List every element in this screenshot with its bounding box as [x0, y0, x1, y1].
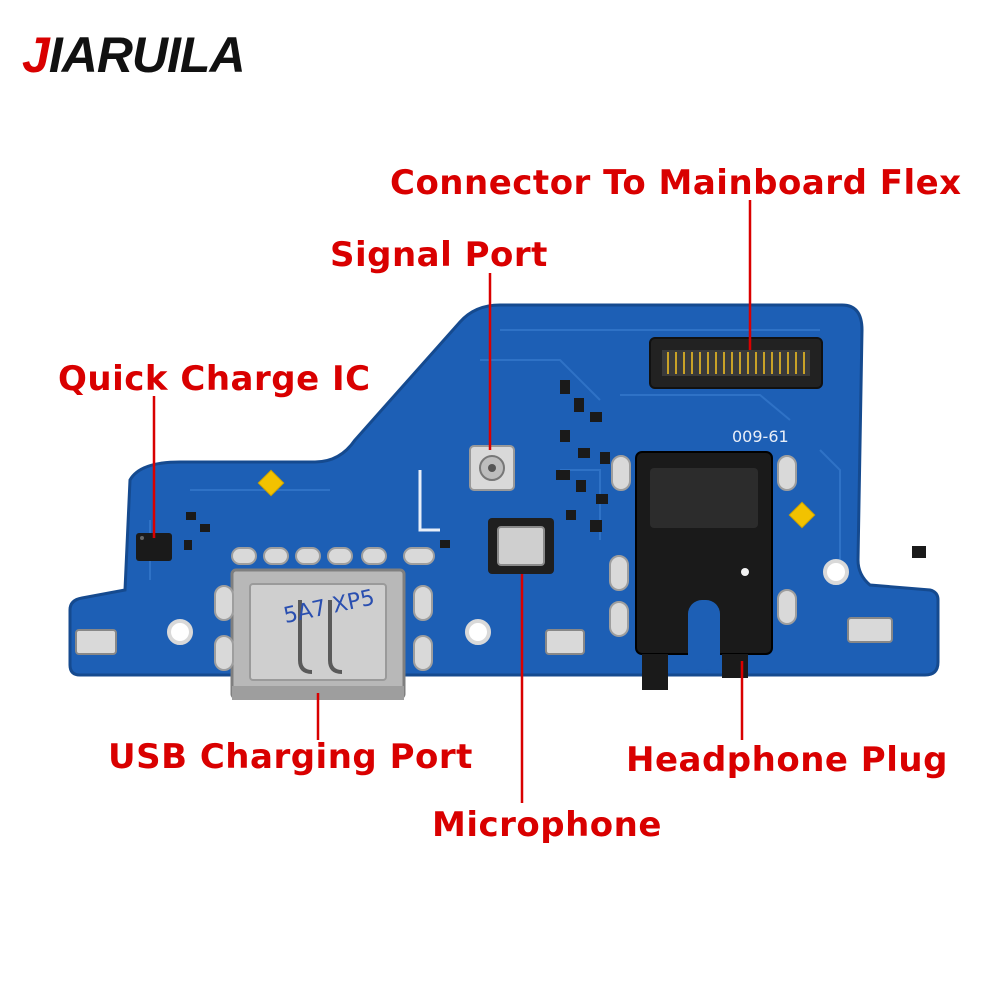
- side-pads: [214, 455, 797, 671]
- smd-part: [578, 448, 590, 458]
- silkscreen-mark: [418, 470, 440, 532]
- corner-pads: [75, 617, 893, 655]
- smd-part: [590, 412, 602, 422]
- smd-part: [640, 512, 650, 520]
- label-connector: Connector To Mainboard Flex: [390, 163, 962, 203]
- smd-part: [600, 452, 610, 464]
- flex-connector: [649, 337, 823, 389]
- label-microphone: Microphone: [432, 805, 662, 845]
- smd-part: [574, 398, 584, 412]
- smd-part: [576, 480, 586, 492]
- smd-part: [560, 430, 570, 442]
- smd-part: [912, 546, 926, 558]
- smd-part: [440, 540, 450, 548]
- smd-part: [566, 510, 576, 520]
- board-marking: 009-61: [732, 427, 789, 446]
- label-usb-port: USB Charging Port: [108, 737, 473, 777]
- smd-part: [760, 510, 770, 518]
- smd-part: [186, 512, 196, 520]
- solder-pad: [263, 547, 289, 565]
- solder-pad: [403, 547, 435, 565]
- smd-part: [184, 540, 192, 550]
- label-headphone: Headphone Plug: [626, 740, 948, 780]
- signal-port: [469, 445, 515, 491]
- brand-logo-text: IARUILA: [48, 27, 246, 83]
- brand-logo-accent: J: [22, 27, 50, 83]
- solder-pad: [327, 547, 353, 565]
- solder-pad: [295, 547, 321, 565]
- label-signal-port: Signal Port: [330, 235, 548, 275]
- microphone-component: [488, 518, 554, 574]
- quick-charge-ic: [136, 533, 172, 561]
- usb-c-port: [230, 568, 406, 700]
- solder-pad: [231, 547, 257, 565]
- smd-part: [556, 470, 570, 480]
- smd-part: [560, 380, 570, 394]
- mounting-holes: [167, 559, 849, 645]
- smd-components: [184, 380, 926, 558]
- label-quick-charge: Quick Charge IC: [58, 359, 371, 399]
- smd-part: [596, 494, 608, 504]
- leader-lines: [152, 200, 752, 803]
- smd-part: [590, 520, 602, 532]
- gold-test-pads: [257, 469, 816, 529]
- solder-pad-row: [231, 547, 435, 565]
- smd-part: [200, 524, 210, 532]
- headphone-jack: [635, 451, 773, 690]
- solder-pad: [361, 547, 387, 565]
- brand-logo: JIARUILA: [22, 27, 246, 83]
